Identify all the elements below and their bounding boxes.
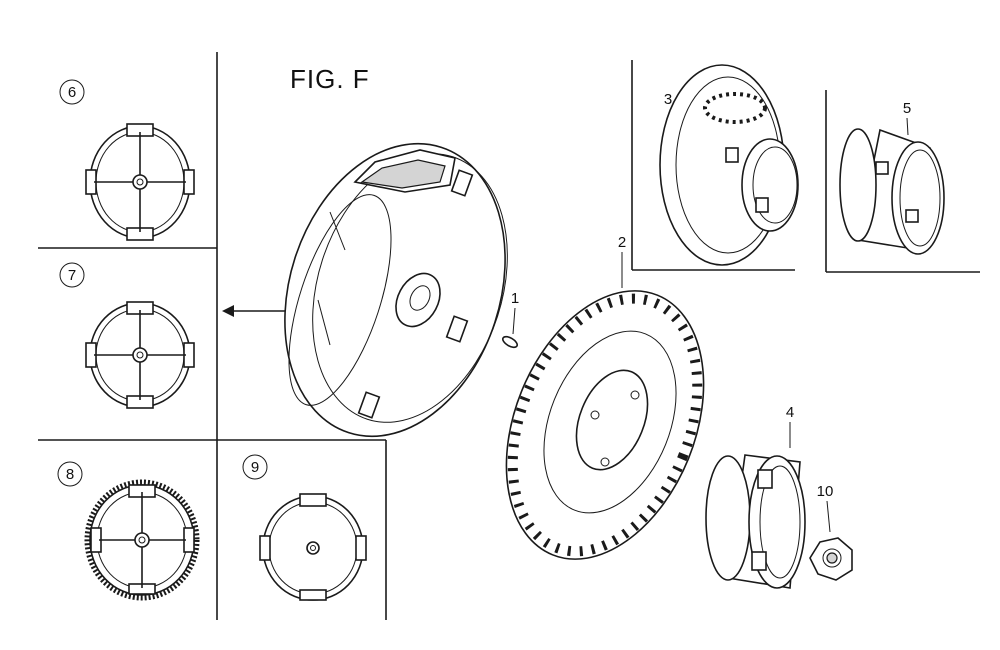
part-7-rotor-variant: 7	[59, 262, 195, 409]
variant-panel-frame	[38, 52, 387, 620]
callout-8: 8	[66, 466, 74, 483]
part-6-rotor-variant: 6	[59, 79, 195, 241]
part-2-cooling-fan: 2	[505, 234, 705, 560]
callout-5: 5	[903, 100, 911, 117]
callout-9: 9	[251, 459, 259, 476]
flywheel-rotor	[284, 142, 508, 438]
part-10-flange-nut: 10	[809, 483, 853, 581]
callout-3: 3	[664, 91, 672, 108]
callout-4: 4	[786, 404, 794, 421]
figure-title: FIG. F	[290, 64, 370, 94]
callout-10: 10	[817, 483, 834, 500]
callout-7: 7	[68, 267, 76, 284]
part-3-fan-cover: 3	[631, 60, 799, 271]
part-4-starter-cup: 4	[705, 404, 806, 589]
part-5-starter-pulley: 5	[825, 90, 980, 273]
direction-arrow	[222, 305, 292, 317]
callout-2: 2	[618, 234, 626, 251]
callout-1: 1	[511, 290, 519, 307]
part-8-rotor-ring-gear: 8	[57, 461, 200, 601]
part-1-woodruff-key: 1	[501, 290, 519, 349]
callout-6: 6	[68, 84, 76, 101]
part-9-rotor-plate: 9	[242, 454, 367, 601]
